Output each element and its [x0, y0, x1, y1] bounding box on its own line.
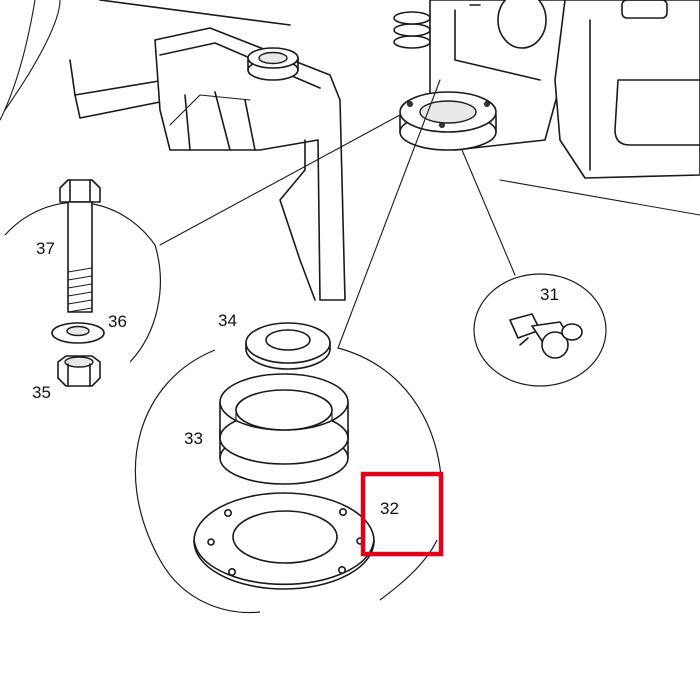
label-33: 33	[184, 429, 203, 448]
leader-lines	[159, 79, 516, 349]
bearing-33-icon	[219, 373, 349, 485]
label-32: 32	[380, 499, 399, 518]
nut-35-icon	[57, 355, 101, 387]
bolt-37-icon	[59, 179, 101, 313]
highlight-box-part-32	[360, 471, 444, 557]
label-31: 31	[540, 285, 559, 304]
detail-circle-grease-fitting: 31	[473, 273, 607, 387]
label-35: 35	[32, 383, 51, 402]
flange-plate-32-icon	[193, 492, 375, 590]
label-37: 37	[36, 239, 55, 258]
detail-circle-fasteners: 37 36 35	[4, 179, 161, 402]
grease-nipple-31-icon	[509, 313, 583, 359]
seal-ring-34-icon	[245, 322, 331, 370]
label-36: 36	[108, 312, 127, 331]
chassis-frame	[0, 0, 700, 301]
detail-circle-bearing-assembly: 34 33 32	[134, 311, 443, 614]
label-34: 34	[218, 311, 237, 330]
washer-36-icon	[51, 322, 105, 344]
